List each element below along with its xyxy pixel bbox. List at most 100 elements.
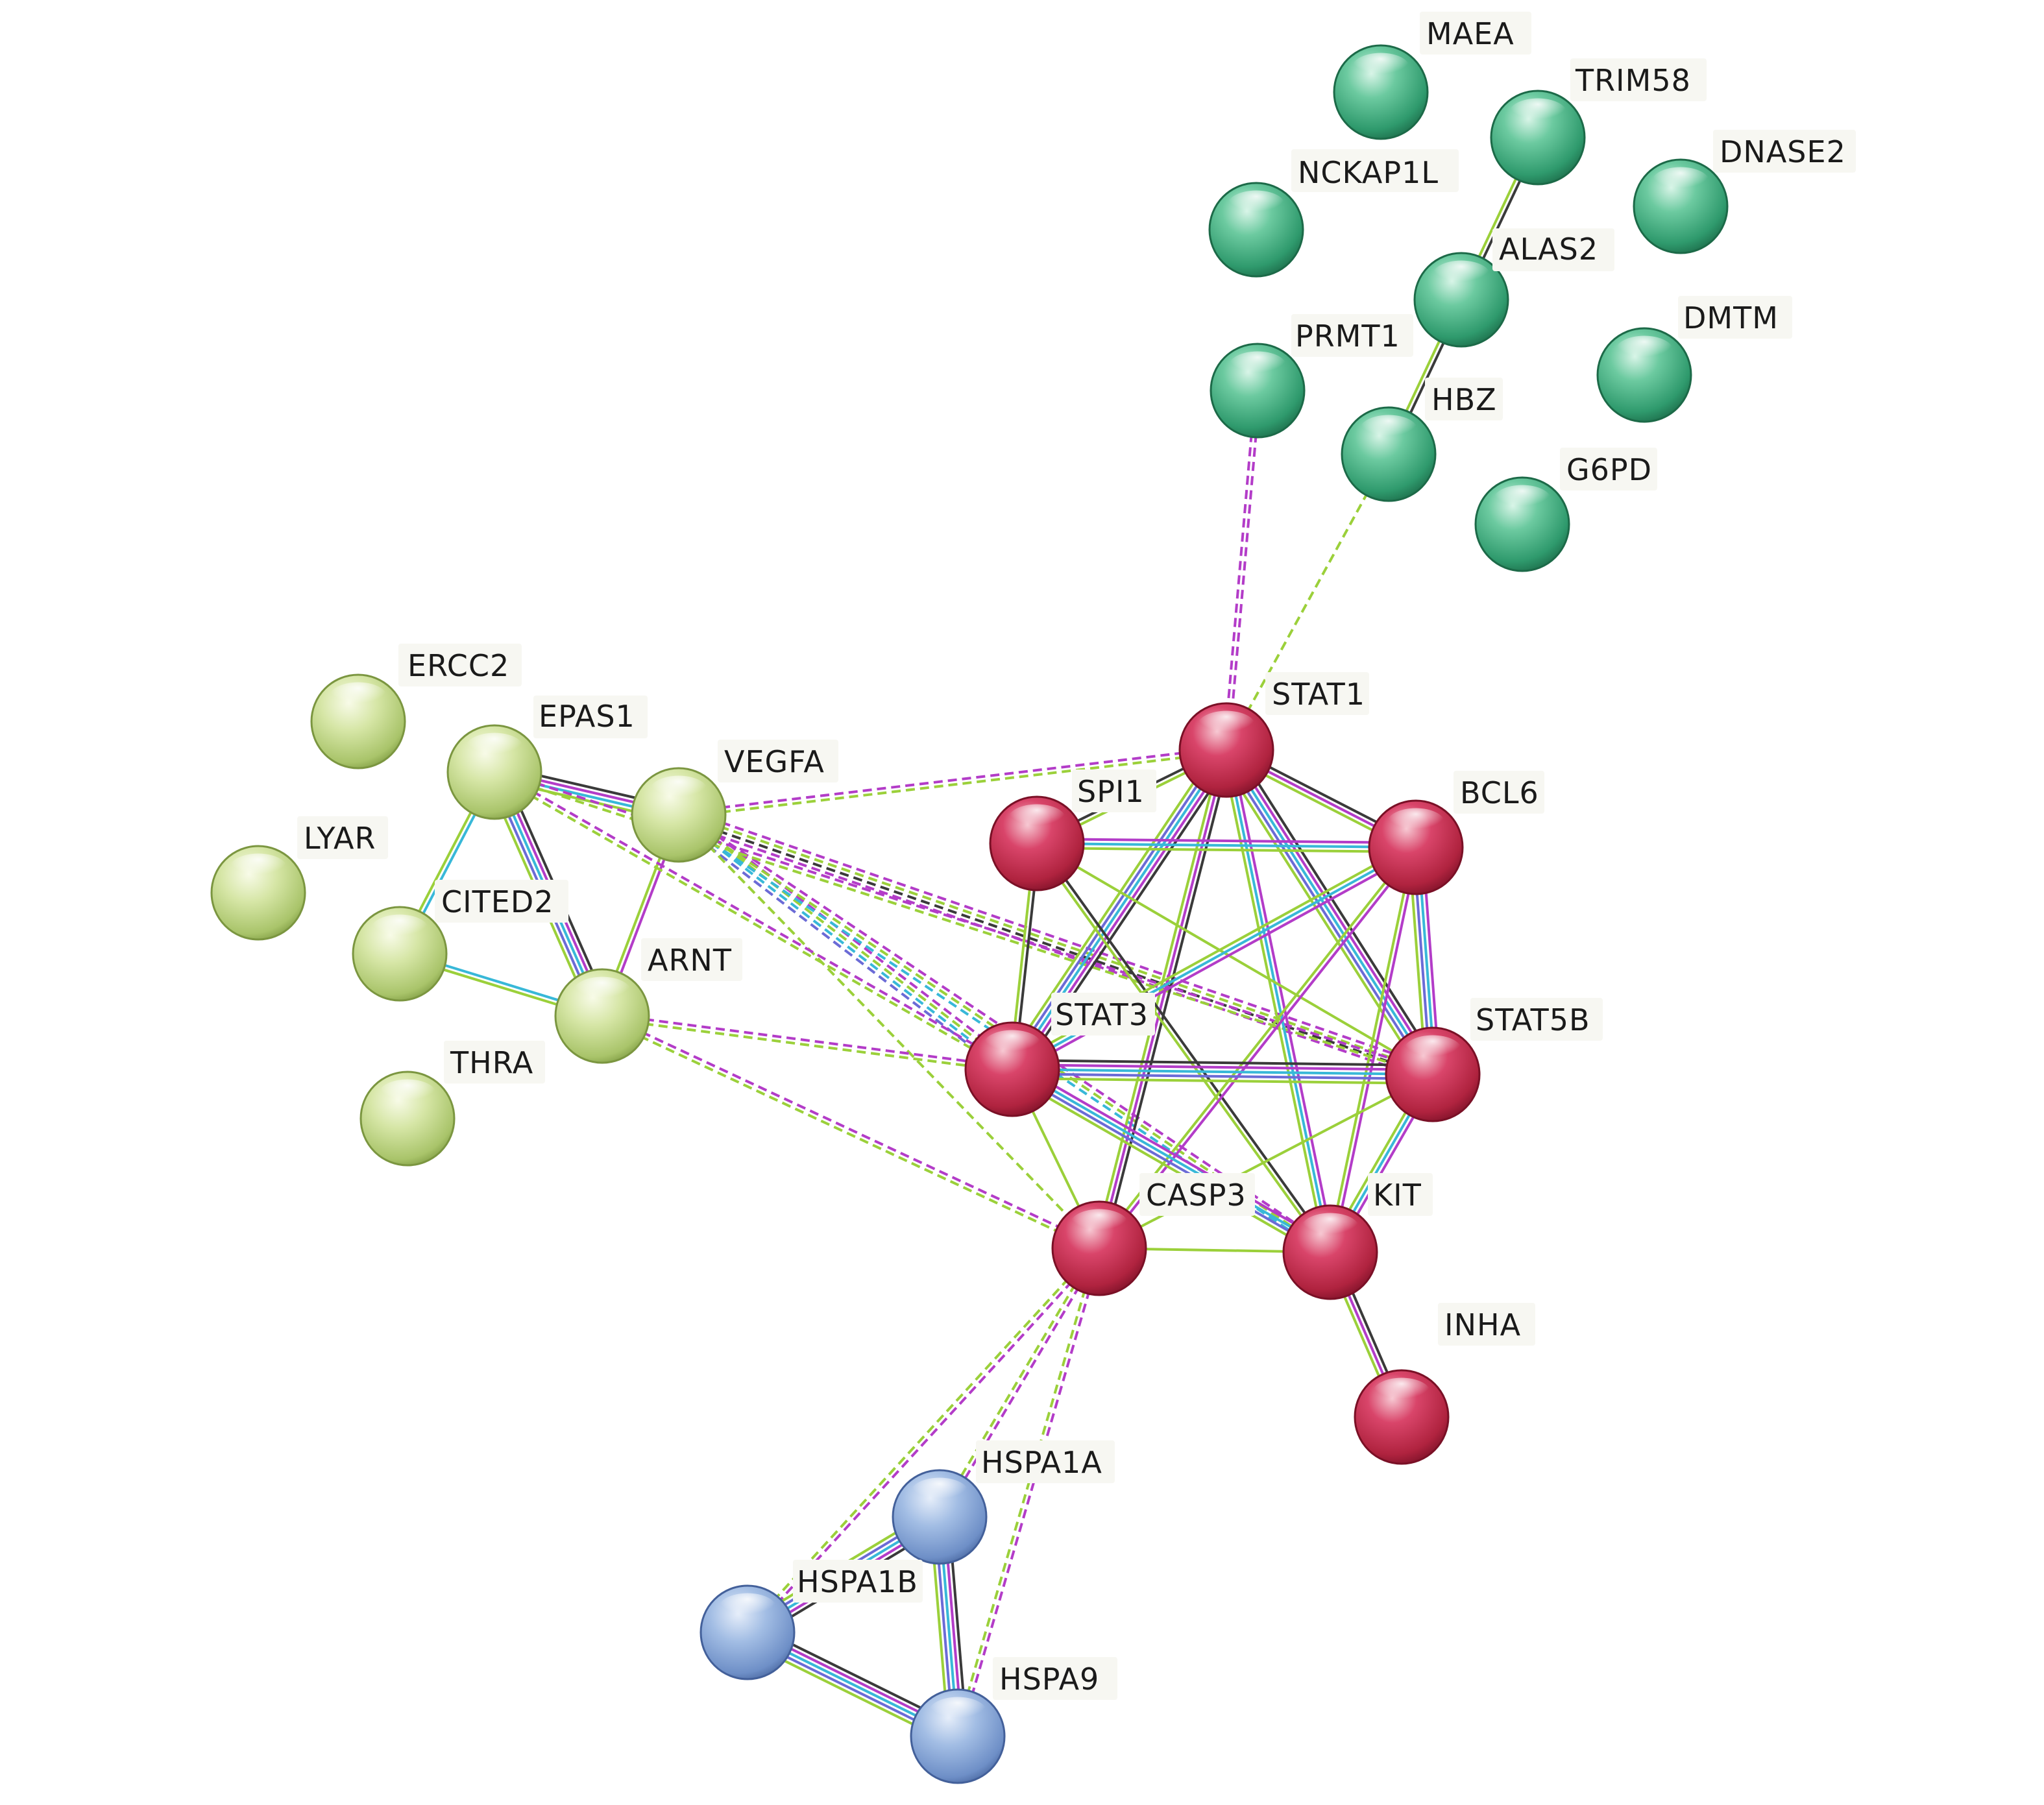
node-arnt[interactable]: ARNT	[554, 938, 742, 1064]
node-alas2[interactable]: ALAS2	[1413, 228, 1614, 348]
edge-line	[1014, 850, 1419, 1074]
edge-line	[1038, 841, 1333, 1252]
edge-line	[1221, 751, 1328, 1254]
node-stat5b-label: STAT5B	[1476, 1002, 1590, 1037]
node-g6pd[interactable]: G6PD	[1474, 448, 1657, 572]
edge-line	[602, 1013, 1101, 1248]
edge-line	[1012, 1076, 1433, 1085]
node-highlight	[910, 1477, 969, 1508]
edge-spi1-bcl6	[1036, 838, 1417, 853]
edge-line	[600, 1017, 1099, 1252]
edge-line	[1098, 749, 1228, 1249]
node-stat3-label: STAT3	[1055, 997, 1149, 1032]
node-maea[interactable]: MAEA	[1333, 12, 1531, 140]
edge-vegfa-stat3	[674, 808, 1017, 1076]
node-highlight	[229, 853, 287, 884]
node-hspa1b[interactable]: HSPA1B	[700, 1560, 923, 1680]
node-trim58-label: TRIM58	[1575, 63, 1691, 98]
node-highlight	[1070, 1209, 1128, 1239]
node-hspa1a[interactable]: HSPA1A	[892, 1440, 1115, 1565]
node-highlight	[1228, 351, 1287, 382]
node-spi1[interactable]: SPI1	[989, 769, 1156, 891]
node-highlight	[1404, 1035, 1462, 1065]
node-highlight	[1615, 335, 1673, 366]
node-casp3[interactable]: CASP3	[1051, 1173, 1255, 1296]
node-epas1[interactable]: EPAS1	[446, 696, 648, 820]
node-epas1-label: EPAS1	[539, 699, 635, 734]
node-hspa1a-label: HSPA1A	[981, 1445, 1102, 1480]
node-highlight	[983, 1030, 1041, 1060]
node-thra[interactable]: THRA	[359, 1041, 545, 1167]
node-highlight	[1359, 415, 1418, 445]
edge-stat5b-casp3	[1099, 1073, 1433, 1250]
edge-line	[1036, 846, 1416, 853]
edge-arnt-stat3	[602, 1012, 1013, 1073]
node-nckap1l[interactable]: NCKAP1L	[1208, 149, 1459, 278]
edge-line	[1217, 754, 1426, 1080]
edge-line	[1223, 390, 1257, 750]
edge-vegfa-casp3	[677, 814, 1101, 1250]
node-prmt1-label: PRMT1	[1295, 319, 1400, 354]
edge-casp3-hspa1a	[936, 1246, 1102, 1519]
edge-stat3-kit	[1008, 1062, 1335, 1259]
edge-line	[1036, 842, 1417, 849]
node-prmt1[interactable]: PRMT1	[1210, 314, 1413, 439]
edge-spi1-kit	[1034, 841, 1333, 1255]
node-alas2-label: ALAS2	[1499, 232, 1598, 267]
node-bcl6[interactable]: BCL6	[1368, 771, 1544, 895]
node-hspa9-label: HSPA9	[999, 1662, 1099, 1697]
node-dmtm[interactable]: DMTM	[1596, 296, 1792, 423]
node-inha[interactable]: INHA	[1354, 1303, 1535, 1465]
node-highlight	[1509, 98, 1567, 128]
edge-line	[1012, 1072, 1433, 1080]
node-highlight	[718, 1593, 777, 1623]
node-lyar[interactable]: LYAR	[210, 816, 388, 941]
node-lyar-label: LYAR	[304, 821, 376, 856]
node-highlight	[329, 682, 387, 712]
edge-line	[680, 807, 1436, 1069]
edge-stat1-kit	[1221, 749, 1336, 1254]
node-stat1-label: STAT1	[1272, 677, 1365, 712]
edge-line	[677, 814, 1101, 1250]
edge-line	[1233, 744, 1442, 1071]
edge-spi1-stat5b	[1036, 842, 1434, 1076]
edge-prmt1-stat1	[1223, 390, 1261, 751]
node-highlight	[929, 1697, 987, 1727]
edge-line	[1036, 842, 1434, 1076]
node-kit-label: KIT	[1373, 1178, 1422, 1213]
edge-line	[1008, 1074, 1328, 1259]
node-highlight	[1432, 260, 1490, 291]
node-stat3[interactable]: STAT3	[964, 993, 1155, 1117]
edge-line	[1037, 838, 1417, 845]
edge-stat1-casp3	[1093, 748, 1232, 1250]
edge-line	[1093, 748, 1224, 1248]
edge-line	[1034, 843, 1330, 1255]
node-hspa9[interactable]: HSPA9	[910, 1657, 1117, 1784]
node-hbz-label: HBZ	[1431, 382, 1497, 417]
edge-line	[1229, 747, 1438, 1073]
node-bcl6-label: BCL6	[1460, 775, 1539, 810]
edge-line	[682, 808, 1017, 1065]
node-hbz[interactable]: HBZ	[1341, 378, 1503, 502]
node-vegfa[interactable]: VEGFA	[631, 740, 838, 863]
edge-line	[1099, 1073, 1433, 1250]
node-ercc2-label: ERCC2	[408, 648, 509, 683]
edge-line	[677, 816, 1433, 1078]
node-highlight	[1197, 710, 1256, 741]
node-trim58[interactable]: TRIM58	[1490, 58, 1707, 186]
edge-line	[1227, 391, 1261, 751]
node-kit[interactable]: KIT	[1282, 1173, 1433, 1300]
node-highlight	[1493, 485, 1551, 515]
node-highlight	[650, 775, 708, 806]
edge-line	[674, 819, 1009, 1076]
node-cited2-label: CITED2	[441, 884, 554, 919]
node-stat5b[interactable]: STAT5B	[1385, 998, 1603, 1122]
edge-line	[1003, 744, 1221, 1065]
node-stat1[interactable]: STAT1	[1178, 672, 1369, 798]
node-ercc2[interactable]: ERCC2	[310, 644, 522, 769]
node-casp3-label: CASP3	[1146, 1178, 1247, 1213]
edge-arnt-casp3	[600, 1013, 1101, 1252]
node-cited2[interactable]: CITED2	[352, 880, 568, 1002]
edge-line	[1225, 749, 1332, 1253]
node-dnase2[interactable]: DNASE2	[1633, 130, 1856, 254]
